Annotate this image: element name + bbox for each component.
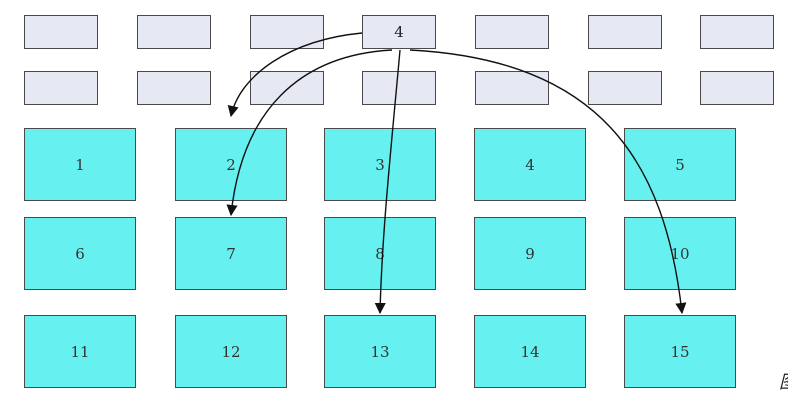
top-box-empty: [700, 15, 774, 49]
arrow-4-to-2: [227, 32, 363, 118]
grid-box-7: 7: [175, 217, 287, 290]
arrow-4-to-7: [226, 49, 393, 217]
top-box-empty: [475, 15, 549, 49]
top-box-empty: [137, 15, 211, 49]
top-box-empty: [250, 71, 324, 105]
grid-box-1: 1: [24, 128, 136, 201]
arrow-4-to-13: [374, 49, 401, 315]
grid-box-4: 4: [474, 128, 586, 201]
grid-box-10: 10: [624, 217, 736, 290]
grid-box-2: 2: [175, 128, 287, 201]
top-box-empty: [362, 71, 436, 105]
top-box-empty: [137, 71, 211, 105]
top-box-empty: [588, 15, 662, 49]
grid-box-11: 11: [24, 315, 136, 388]
top-box-empty: [24, 15, 98, 49]
grid-box-15: 15: [624, 315, 736, 388]
grid-box-14: 14: [474, 315, 586, 388]
top-box-empty: [24, 71, 98, 105]
top-box-empty: [588, 71, 662, 105]
grid-box-9: 9: [474, 217, 586, 290]
grid-box-8: 8: [324, 217, 436, 290]
grid-box-5: 5: [624, 128, 736, 201]
grid-box-13: 13: [324, 315, 436, 388]
top-box-empty: [700, 71, 774, 105]
arrow-4-to-15: [409, 49, 687, 315]
top-box-4: 4: [362, 15, 436, 49]
figure-caption: 图: [779, 368, 788, 394]
top-box-empty: [475, 71, 549, 105]
grid-box-12: 12: [175, 315, 287, 388]
grid-box-3: 3: [324, 128, 436, 201]
grid-box-6: 6: [24, 217, 136, 290]
